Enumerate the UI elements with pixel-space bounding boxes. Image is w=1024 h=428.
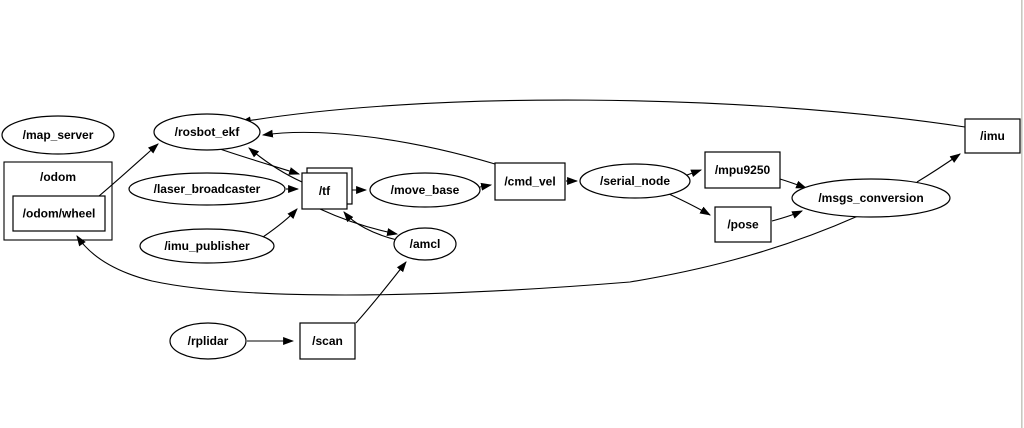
edge-rosbot-ekf-to-tf	[216, 147, 301, 175]
rplidar-label: /rplidar	[188, 334, 229, 348]
edge-imu-publisher-to-tf	[262, 208, 298, 238]
rosbot-ekf-label: /rosbot_ekf	[175, 125, 241, 139]
rosbot-ekf-ellipse[interactable]	[153, 113, 261, 151]
odom-namespace-box	[3, 161, 113, 241]
map-server-ellipse[interactable]	[1, 115, 115, 155]
serial-node-label: /serial_node	[600, 174, 670, 188]
node-cmd-vel[interactable]: /cmd_vel	[494, 162, 566, 201]
tf-box[interactable]	[301, 172, 348, 210]
panel-right-border	[1021, 0, 1023, 428]
node-odom-namespace[interactable]: /odom	[3, 161, 113, 241]
node-odom-wheel[interactable]: /odom/wheel	[12, 195, 106, 232]
cmd-vel-label: /cmd_vel	[504, 175, 555, 189]
imu-label: /imu	[980, 129, 1005, 143]
node-move-base[interactable]: /move_base	[369, 172, 481, 208]
edge-move-base-to-cmd-vel	[479, 182, 493, 191]
mpu9250-label: /mpu9250	[715, 163, 771, 177]
node-serial-node[interactable]: /serial_node	[579, 163, 691, 199]
edge-pose-to-msgs-conversion	[771, 210, 804, 222]
amcl-ellipse[interactable]	[393, 227, 457, 261]
node-imu[interactable]: /imu	[964, 118, 1021, 154]
edge-serial-node-to-pose	[668, 193, 711, 216]
odom-wheel-label: /odom/wheel	[23, 207, 96, 221]
map-server-label: /map_server	[23, 128, 94, 142]
edges-layer	[76, 99, 966, 345]
edge-msgs-conversion-to-odom-wheel	[76, 215, 859, 296]
node-rosbot-ekf[interactable]: /rosbot_ekf	[153, 113, 261, 151]
edge-cmd-vel-to-rosbot-ekf	[261, 129, 496, 165]
node-map-server[interactable]: /map_server	[1, 115, 115, 155]
mpu9250-box[interactable]	[704, 151, 781, 189]
odom-wheel-box[interactable]	[12, 195, 106, 232]
edge-scan-to-amcl	[355, 261, 407, 324]
serial-node-ellipse[interactable]	[579, 163, 691, 199]
pose-label: /pose	[727, 218, 759, 232]
odom-namespace-label: /odom	[40, 170, 76, 184]
nodes-layer: /map_server/rosbot_ekf/laser_broadcaster…	[1, 113, 1021, 360]
edge-amcl-to-tf	[343, 211, 398, 241]
laser-broadcaster-ellipse[interactable]	[128, 172, 286, 206]
tf-label: /tf	[319, 184, 331, 198]
imu-publisher-ellipse[interactable]	[139, 228, 275, 264]
edge-imu-to-rosbot-ekf	[239, 99, 966, 128]
edge-serial-node-to-mpu9250	[686, 169, 703, 178]
imu-publisher-label: /imu_publisher	[164, 239, 250, 253]
scan-box[interactable]	[299, 322, 356, 360]
node-scan[interactable]: /scan	[299, 322, 356, 360]
rplidar-ellipse[interactable]	[169, 322, 247, 360]
imu-box[interactable]	[964, 118, 1021, 154]
scan-label: /scan	[312, 334, 343, 348]
node-imu-publisher[interactable]: /imu_publisher	[139, 228, 275, 264]
msgs-conversion-label: /msgs_conversion	[818, 191, 923, 205]
node-rplidar[interactable]: /rplidar	[169, 322, 247, 360]
msgs-conversion-ellipse[interactable]	[791, 178, 951, 218]
amcl-label: /amcl	[410, 237, 441, 251]
edge-odom-wheel-to-rosbot-ekf	[98, 143, 159, 197]
node-amcl[interactable]: /amcl	[393, 227, 457, 261]
node-tf[interactable]: /tf	[301, 167, 353, 210]
pose-box[interactable]	[714, 206, 772, 243]
node-msgs-conversion[interactable]: /msgs_conversion	[791, 178, 951, 218]
move-base-ellipse[interactable]	[369, 172, 481, 208]
laser-broadcaster-label: /laser_broadcaster	[154, 182, 261, 196]
node-laser-broadcaster[interactable]: /laser_broadcaster	[128, 172, 286, 206]
move-base-label: /move_base	[391, 183, 460, 197]
edge-tf-to-amcl	[319, 208, 399, 236]
node-pose[interactable]: /pose	[714, 206, 772, 243]
cmd-vel-box[interactable]	[494, 162, 566, 201]
edge-mpu9250-to-msgs-conversion	[779, 178, 808, 189]
edge-msgs-conversion-to-imu	[916, 153, 961, 183]
node-mpu9250[interactable]: /mpu9250	[704, 151, 781, 189]
edge-tf-to-rosbot-ekf	[248, 147, 303, 183]
